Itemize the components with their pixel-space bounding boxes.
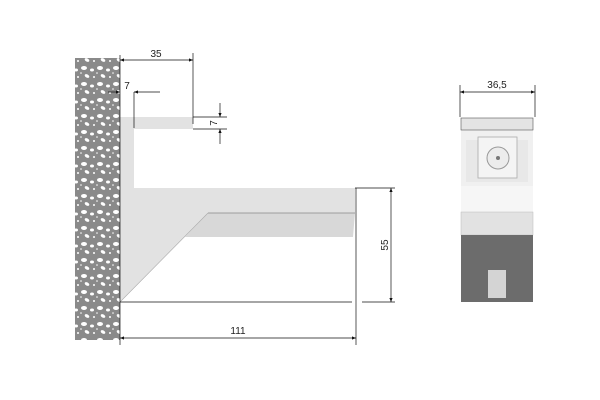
dim-7-vertical-label: 7 — [209, 120, 220, 126]
dimension-lines — [108, 53, 536, 345]
dim-35-label: 35 — [150, 49, 162, 60]
bracket-side-view — [119, 117, 355, 303]
dim-111-label: 111 — [230, 326, 246, 337]
bracket-front-view — [460, 117, 534, 302]
dim-55-label: 55 — [380, 239, 391, 251]
dim-36-5-label: 36,5 — [487, 80, 507, 91]
dim-7-horizontal-label: 7 — [124, 81, 130, 92]
wall-section — [75, 58, 120, 340]
